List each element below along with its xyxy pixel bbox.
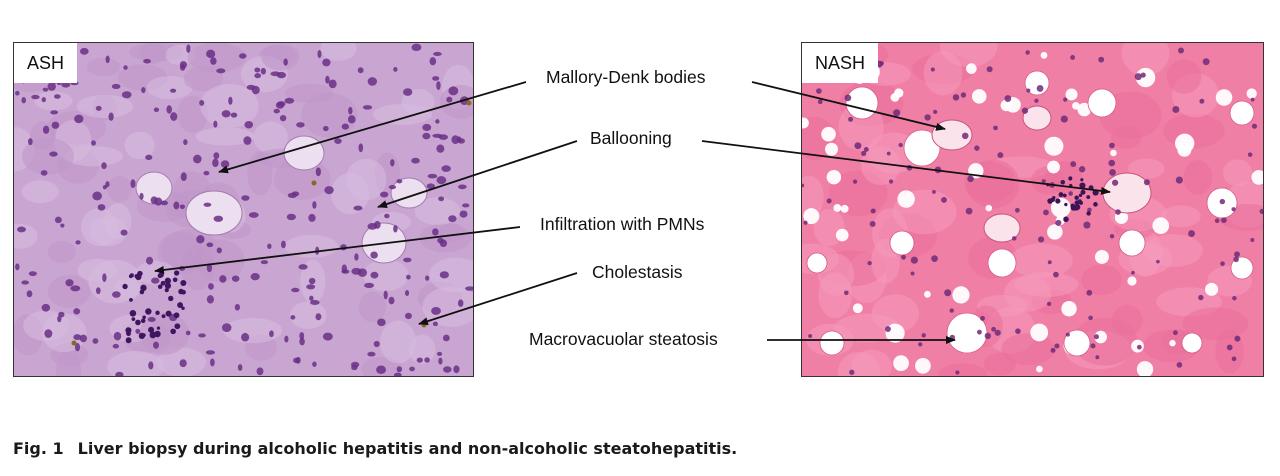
callout-infiltration-pmns: Infiltration with PMNs <box>540 214 705 234</box>
callout-ballooning: Ballooning <box>590 128 672 148</box>
ash-biopsy-image: ASH <box>13 42 474 377</box>
nash-panel-label: NASH <box>802 43 879 83</box>
callout-cholestasis: Cholestasis <box>592 262 683 282</box>
figure-caption-text: Liver biopsy during alcoholic hepatitis … <box>77 439 738 458</box>
ash-histology-picture <box>14 43 473 376</box>
figure-number: Fig. 1 <box>13 439 64 458</box>
nash-histology-picture <box>802 43 1263 376</box>
figure-caption: Fig. 1 Liver biopsy during alcoholic hepa… <box>13 439 737 458</box>
callout-macrovacuolar-steatosis: Macrovacuolar steatosis <box>529 329 718 349</box>
nash-biopsy-image: NASH <box>801 42 1264 377</box>
ash-panel-label: ASH <box>14 43 78 83</box>
callout-mallory-denk-bodies: Mallory-Denk bodies <box>546 67 706 87</box>
